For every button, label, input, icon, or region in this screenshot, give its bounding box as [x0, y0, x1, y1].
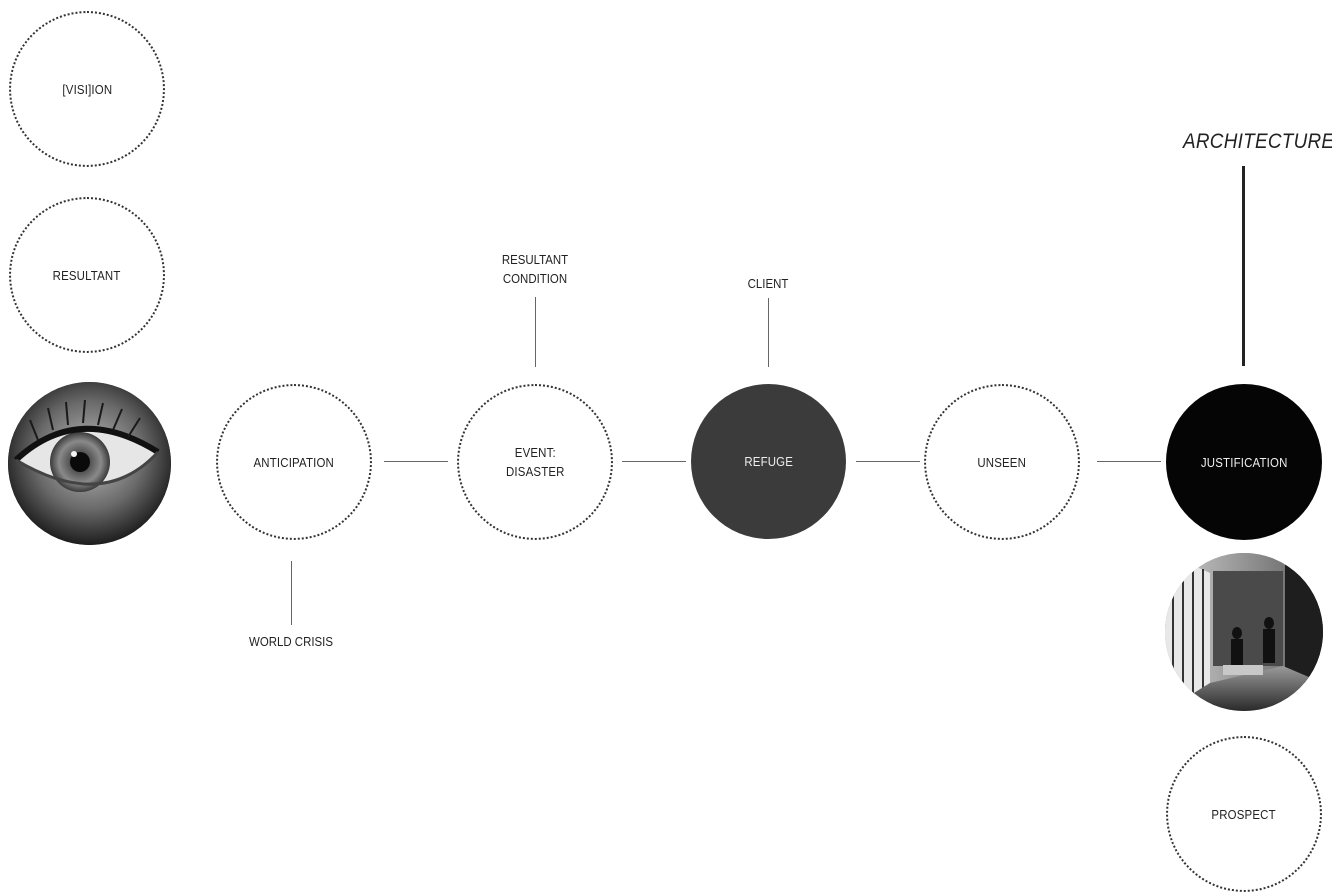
connector-justification-architecture: [1242, 166, 1245, 366]
connector-refuge-unseen: [856, 461, 920, 462]
resultant-condition-label: RESULTANT CONDITION: [501, 252, 569, 286]
vision-label: [VISI]ION: [62, 81, 112, 97]
world-crisis-label: WORLD CRISIS: [249, 634, 333, 649]
client-label: CLIENT: [747, 276, 789, 291]
interior-photo: [1165, 553, 1323, 711]
prospect-label: PROSPECT: [1211, 806, 1277, 822]
unseen-circle: UNSEEN: [924, 384, 1080, 540]
connector-event-refuge: [622, 461, 686, 462]
connector-anticipation-world-crisis: [291, 561, 292, 625]
vision-circle: [VISI]ION: [9, 11, 165, 167]
eye-photo: [8, 382, 171, 545]
justification-label: JUSTIFICATION: [1200, 454, 1288, 470]
justification-circle: JUSTIFICATION: [1166, 384, 1322, 540]
eye-photo-graphic: [8, 382, 171, 545]
connector-event-resultant-condition: [535, 297, 536, 367]
anticipation-label: ANTICIPATION: [253, 454, 335, 470]
connector-anticipation-event: [384, 461, 448, 462]
resultant-circle: RESULTANT: [9, 197, 165, 353]
refuge-label: REFUGE: [744, 454, 793, 469]
event-disaster-label: EVENT: DISASTER: [505, 445, 565, 479]
connector-unseen-justification: [1097, 461, 1161, 462]
connector-refuge-client: [768, 298, 769, 367]
architecture-label: ARCHITECTURE: [1183, 130, 1332, 153]
refuge-circle: REFUGE: [691, 384, 846, 539]
prospect-circle: PROSPECT: [1166, 736, 1322, 892]
resultant-label: RESULTANT: [53, 267, 121, 283]
interior-photo-graphic: [1165, 553, 1323, 711]
unseen-label: UNSEEN: [977, 454, 1027, 470]
event-disaster-circle: EVENT: DISASTER: [457, 384, 613, 540]
anticipation-circle: ANTICIPATION: [216, 384, 372, 540]
